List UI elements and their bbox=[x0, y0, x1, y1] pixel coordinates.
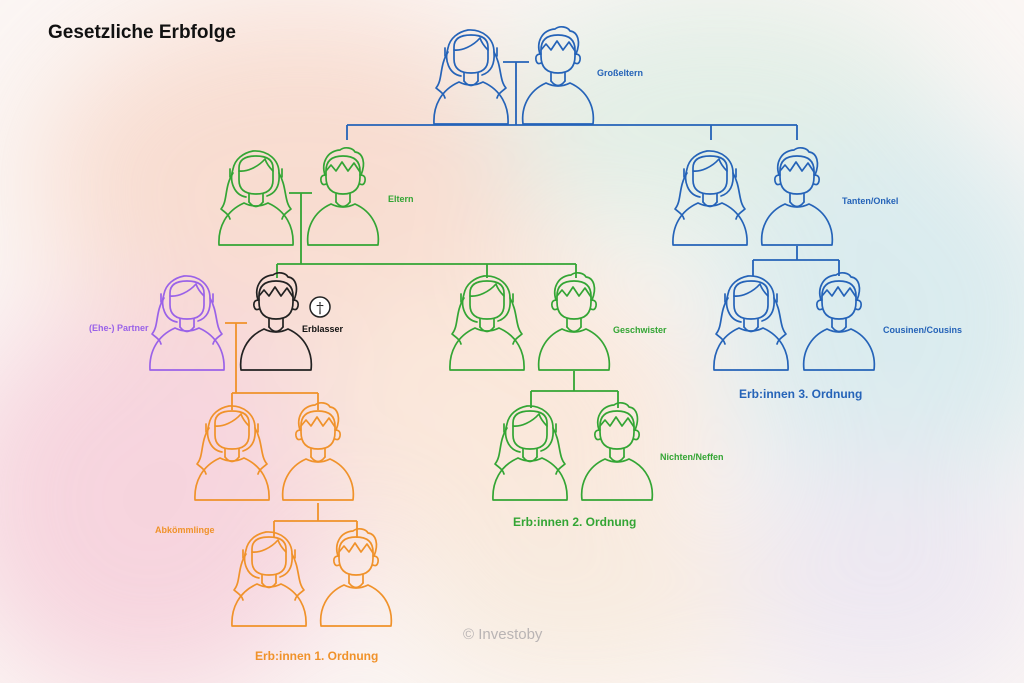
label-erblasser: Erblasser bbox=[302, 324, 344, 334]
label-abkoemmlinge: Abkömmlinge bbox=[155, 525, 215, 535]
label-eltern: Eltern bbox=[388, 194, 414, 204]
label-partner: (Ehe-) Partner bbox=[89, 323, 149, 333]
connector-geschwister bbox=[530, 371, 619, 408]
erblasser-figure bbox=[239, 271, 313, 371]
father-figure bbox=[306, 146, 380, 246]
page-title: Gesetzliche Erbfolge bbox=[48, 22, 236, 43]
label-geschwister: Geschwister bbox=[613, 325, 667, 335]
daughter-figure bbox=[194, 405, 270, 501]
nephew-figure bbox=[580, 401, 654, 501]
grandson-figure bbox=[319, 527, 393, 627]
male-cousin-figure bbox=[802, 271, 876, 371]
order-second-label: Erb:innen 2. Ordnung bbox=[513, 515, 637, 529]
uncle-figure bbox=[760, 146, 834, 246]
partner-figure bbox=[149, 275, 225, 371]
label-grosseltern: Großeltern bbox=[597, 68, 644, 78]
connector-tanten bbox=[752, 246, 840, 276]
label-cousinen: Cousinen/Cousins bbox=[883, 325, 963, 335]
mother-figure bbox=[218, 150, 294, 246]
copyright-watermark: © Investoby bbox=[463, 626, 543, 643]
aunt-figure bbox=[672, 150, 748, 246]
label-nichten-neffen: Nichten/Neffen bbox=[660, 452, 724, 462]
sister-figure bbox=[449, 275, 525, 371]
niece-figure bbox=[492, 405, 568, 501]
connector-eltern bbox=[276, 192, 577, 278]
order-third-label: Erb:innen 3. Ordnung bbox=[739, 387, 863, 401]
female-cousin-figure bbox=[713, 275, 789, 371]
connector-partner bbox=[225, 322, 319, 410]
son-figure bbox=[281, 401, 355, 501]
brother-figure bbox=[537, 271, 611, 371]
connector-abkoemmlinge bbox=[273, 503, 358, 538]
grandmother-figure bbox=[433, 29, 509, 125]
granddaughter-figure bbox=[231, 531, 307, 627]
connector-grosseltern bbox=[346, 61, 798, 140]
order-first-label: Erb:innen 1. Ordnung bbox=[255, 649, 379, 663]
grandfather-figure bbox=[521, 25, 595, 125]
death-marker-icon: † bbox=[309, 296, 331, 318]
label-tanten-onkel: Tanten/Onkel bbox=[842, 196, 899, 206]
death-cross-symbol: † bbox=[316, 299, 324, 317]
